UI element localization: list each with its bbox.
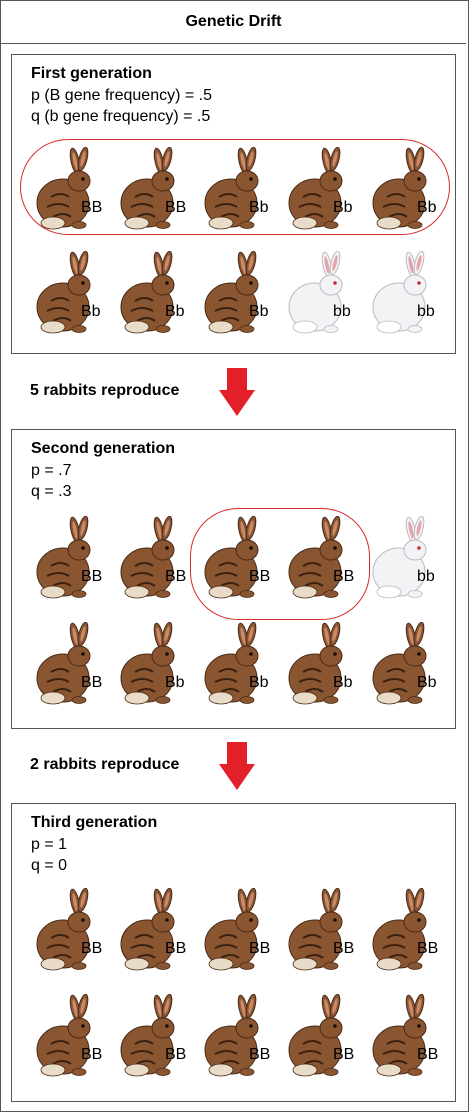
rabbit: BB: [369, 994, 453, 1078]
rabbit: BB: [117, 516, 201, 600]
genotype-label: Bb: [417, 199, 437, 216]
down-arrow-icon: [219, 368, 255, 416]
genotype-label: Bb: [333, 674, 353, 691]
rabbit: BB: [285, 994, 369, 1078]
genotype-label: BB: [165, 568, 187, 585]
rabbit: Bb: [33, 251, 117, 335]
allele-frequency-q: q = .3: [31, 483, 72, 500]
rabbit: BB: [285, 516, 369, 600]
rabbit: BB: [117, 994, 201, 1078]
down-arrow-icon: [219, 742, 255, 790]
rabbit: BB: [201, 516, 285, 600]
rabbit: Bb: [117, 251, 201, 335]
allele-frequency-p: p (B gene frequency) = .5: [31, 87, 212, 104]
genotype-label: Bb: [249, 303, 269, 320]
genotype-label: BB: [81, 199, 103, 216]
genotype-label: BB: [249, 568, 271, 585]
allele-frequency-p: p = 1: [31, 836, 68, 853]
genotype-label: BB: [333, 568, 355, 585]
genotype-label: Bb: [249, 674, 269, 691]
genotype-label: BB: [417, 940, 439, 957]
genotype-label: Bb: [81, 303, 101, 320]
rabbit: Bb: [201, 251, 285, 335]
genotype-label: BB: [249, 1046, 271, 1063]
rabbit: Bb: [201, 622, 285, 706]
genotype-label: BB: [165, 940, 187, 957]
genotype-label: Bb: [417, 674, 437, 691]
transition-label: 2 rabbits reproduce: [30, 756, 180, 773]
rabbit: bb: [369, 251, 453, 335]
rabbit: Bb: [117, 622, 201, 706]
genotype-label: BB: [333, 940, 355, 957]
genotype-label: BB: [81, 674, 103, 691]
genotype-label: Bb: [165, 674, 185, 691]
rabbit: Bb: [285, 622, 369, 706]
allele-frequency-q: q = 0: [31, 857, 68, 874]
rabbit: BB: [33, 516, 117, 600]
genotype-label: BB: [81, 1046, 103, 1063]
generation-title: First generation: [31, 65, 152, 82]
generation-title: Second generation: [31, 440, 176, 457]
genotype-label: Bb: [165, 303, 185, 320]
rabbit: Bb: [369, 622, 453, 706]
rabbit: BB: [33, 622, 117, 706]
rabbit: Bb: [201, 147, 285, 231]
rabbit: Bb: [285, 147, 369, 231]
genotype-label: bb: [417, 303, 435, 320]
rabbit: BB: [201, 888, 285, 972]
rabbit: Bb: [369, 147, 453, 231]
genotype-label: BB: [333, 1046, 355, 1063]
generation-panel-2: Second generation p = .7 q = .3 BB BB: [11, 429, 456, 729]
rabbit: bb: [369, 516, 453, 600]
generation-panel-3: Third generation p = 1 q = 0 BB BB B: [11, 803, 456, 1102]
reproducing-group-ring: [20, 139, 450, 235]
genotype-label: BB: [417, 1046, 439, 1063]
rabbit: BB: [201, 994, 285, 1078]
rabbit: BB: [369, 888, 453, 972]
generation-title: Third generation: [31, 814, 158, 831]
genotype-label: bb: [333, 303, 351, 320]
transition-label: 5 rabbits reproduce: [30, 382, 180, 399]
allele-frequency-p: p = .7: [31, 462, 72, 479]
generation-panel-1: First generation p (B gene frequency) = …: [11, 54, 456, 354]
rabbit: bb: [285, 251, 369, 335]
rabbit: BB: [33, 888, 117, 972]
genotype-label: bb: [417, 568, 435, 585]
genotype-label: BB: [165, 199, 187, 216]
rabbit: BB: [117, 888, 201, 972]
diagram-title: Genetic Drift: [1, 1, 466, 44]
genotype-label: Bb: [249, 199, 269, 216]
rabbit: BB: [117, 147, 201, 231]
rabbit: BB: [33, 147, 117, 231]
rabbit: BB: [33, 994, 117, 1078]
allele-frequency-q: q (b gene frequency) = .5: [31, 108, 211, 125]
genotype-label: BB: [81, 940, 103, 957]
rabbit: BB: [285, 888, 369, 972]
genotype-label: BB: [81, 568, 103, 585]
reproducing-group-ring: [190, 508, 370, 620]
genotype-label: BB: [249, 940, 271, 957]
genotype-label: Bb: [333, 199, 353, 216]
genotype-label: BB: [165, 1046, 187, 1063]
